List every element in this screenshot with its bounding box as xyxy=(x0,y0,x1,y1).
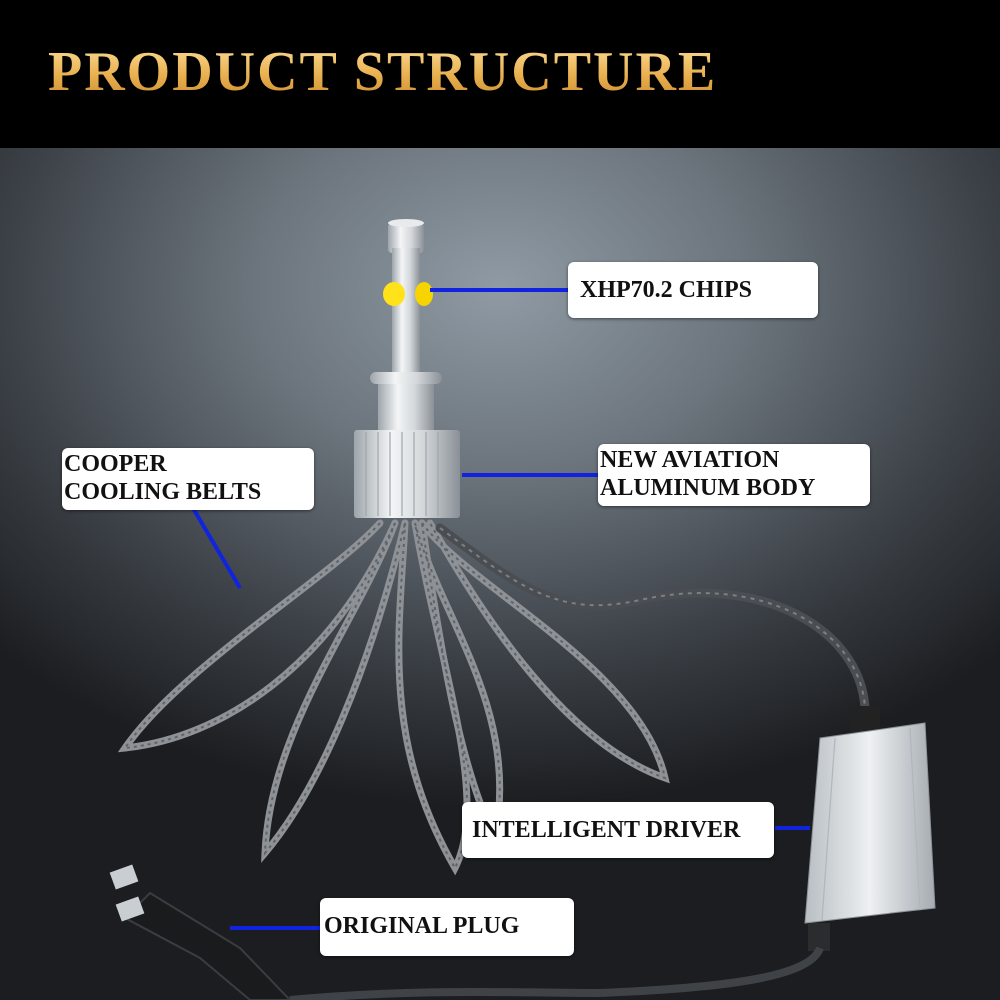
leader-lines xyxy=(188,288,810,930)
product-stage: XHP70.2 CHIPS NEW AVIATION ALUMINUM BODY… xyxy=(0,148,1000,1000)
label-original-plug: ORIGINAL PLUG xyxy=(320,898,574,956)
label-cooling-belts: COOPER COOLING BELTS xyxy=(62,448,314,510)
label-xhp70-chips: XHP70.2 CHIPS xyxy=(568,262,818,318)
headlight-bulb-illustration xyxy=(109,219,936,1000)
driver-box xyxy=(599,706,936,997)
led-chip-left xyxy=(383,282,405,306)
header-bar: PRODUCT STRUCTURE xyxy=(0,0,1000,148)
label-aluminum-body: NEW AVIATION ALUMINUM BODY xyxy=(598,444,870,506)
bulb-body xyxy=(354,219,460,518)
plug-connector xyxy=(109,864,601,1000)
braided-cable xyxy=(435,523,870,713)
label-intelligent-driver: INTELLIGENT DRIVER xyxy=(462,802,774,858)
led-chip-right xyxy=(415,282,433,306)
belts-leader xyxy=(188,501,242,590)
page-title: PRODUCT STRUCTURE xyxy=(48,41,718,103)
